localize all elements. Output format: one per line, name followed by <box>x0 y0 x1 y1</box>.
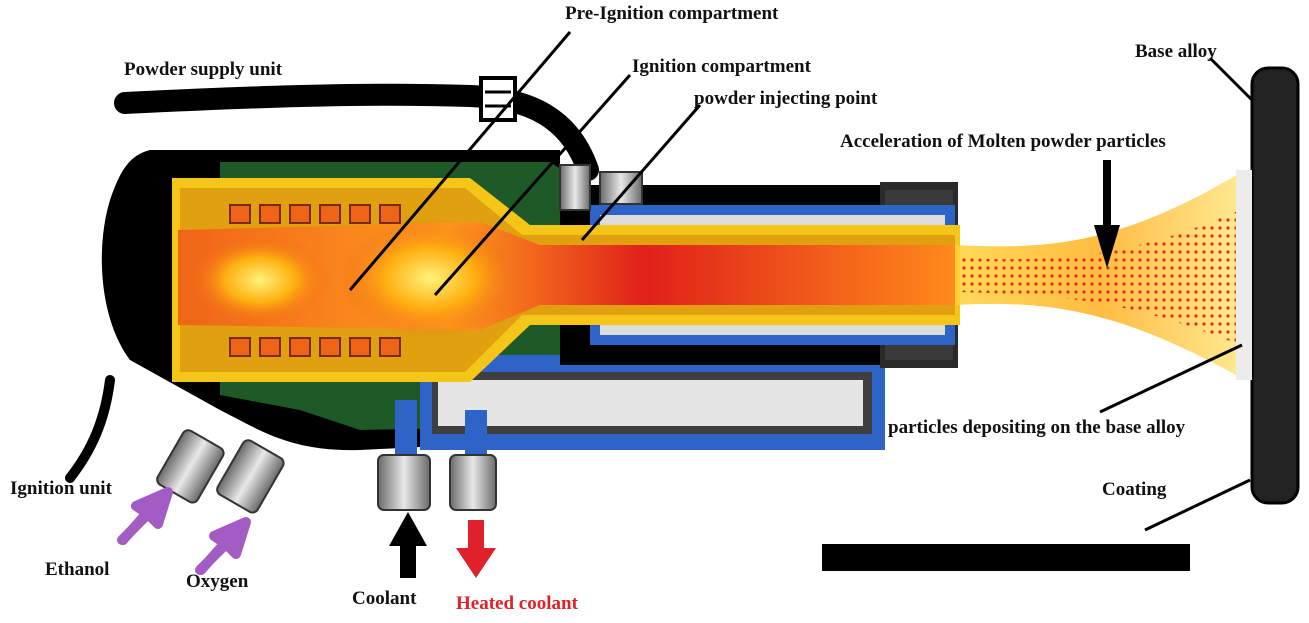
coolant-out-arrow <box>456 520 496 578</box>
leader-lines <box>348 31 1254 532</box>
hose-connector <box>479 76 517 122</box>
label-pre-ignition-compartment: Pre-Ignition compartment <box>565 3 779 24</box>
coating-bar <box>822 544 1190 571</box>
powder-supply-hose <box>114 83 599 181</box>
coolant-inlet-fitting <box>377 454 431 511</box>
label-coolant: Coolant <box>352 588 417 609</box>
label-oxygen: Oxygen <box>186 571 249 592</box>
coolant-outlet-fitting <box>449 454 497 511</box>
label-acceleration: Acceleration of Molten powder particles <box>840 131 1166 152</box>
label-powder-injecting-point: powder injecting point <box>694 88 878 109</box>
ethanol-inlet-fitting <box>156 429 225 504</box>
label-coating: Coating <box>1102 479 1167 500</box>
label-powder-supply-unit: Powder supply unit <box>124 59 283 80</box>
label-particles-depositing: particles depositing on the base alloy <box>888 417 1186 438</box>
oxygen-inlet-fitting <box>216 439 285 514</box>
label-base-alloy: Base alloy <box>1135 41 1217 62</box>
label-heated-coolant: Heated coolant <box>456 593 578 614</box>
coolant-in-arrow <box>389 512 427 578</box>
label-ignition-unit: Ignition unit <box>10 478 112 499</box>
oxygen-arrow <box>195 517 251 575</box>
heating-coils <box>229 204 401 357</box>
label-ignition-compartment: Ignition compartment <box>632 56 811 77</box>
ethanol-arrow <box>117 487 173 545</box>
powder-injector-fitting <box>559 164 591 211</box>
acceleration-arrow <box>1094 160 1120 268</box>
label-ethanol: Ethanol <box>45 559 110 580</box>
base-alloy-plate <box>1250 66 1300 505</box>
ignition-cable <box>65 375 115 483</box>
